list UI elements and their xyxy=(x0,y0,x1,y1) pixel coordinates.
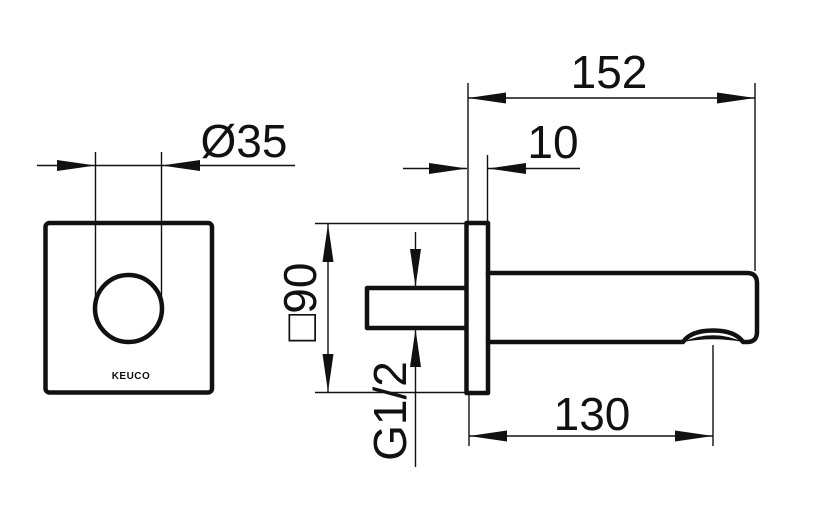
front-view: KEUCO xyxy=(43,220,215,395)
arrowhead-up-icon xyxy=(410,329,421,367)
arrowhead-right-icon xyxy=(429,163,467,174)
flange-outline xyxy=(464,220,491,396)
arrowhead-right-icon xyxy=(675,430,713,442)
arrowhead-right-icon xyxy=(717,92,755,104)
dim-flange-square-90: □90 xyxy=(274,222,466,394)
dim-label-flange-square: □90 xyxy=(274,263,326,342)
dim-label-flange-thickness: 10 xyxy=(527,116,578,168)
arrowhead-left-icon xyxy=(469,430,507,442)
arrowhead-left-icon xyxy=(161,160,200,171)
arrowhead-down-icon xyxy=(410,249,421,287)
dim-label-thread: G1/2 xyxy=(364,361,416,461)
dim-label-outlet-offset: 130 xyxy=(554,388,631,440)
arrowhead-down-icon xyxy=(322,354,334,392)
side-view xyxy=(364,220,760,396)
dim-diameter-35: Ø35 xyxy=(37,115,295,309)
dim-outlet-offset-130: 130 xyxy=(468,345,714,446)
brand-logo: KEUCO xyxy=(112,371,151,382)
dim-label-diameter: Ø35 xyxy=(201,115,288,167)
outlet-aerator xyxy=(683,335,743,342)
dim-label-projection: 152 xyxy=(571,46,648,98)
arrowhead-up-icon xyxy=(322,224,334,262)
arrowhead-right-icon xyxy=(57,160,96,171)
arrowhead-left-icon xyxy=(488,163,526,174)
front-plate-outline xyxy=(43,220,215,395)
dim-thread-g12: G1/2 xyxy=(364,232,421,467)
dim-flange-thickness-10: 10 xyxy=(403,116,580,223)
thread-nipple-outline xyxy=(364,285,471,331)
dim-projection-152: 152 xyxy=(467,46,756,271)
arrowhead-left-icon xyxy=(468,92,506,104)
spout-tube-outline xyxy=(485,270,760,345)
